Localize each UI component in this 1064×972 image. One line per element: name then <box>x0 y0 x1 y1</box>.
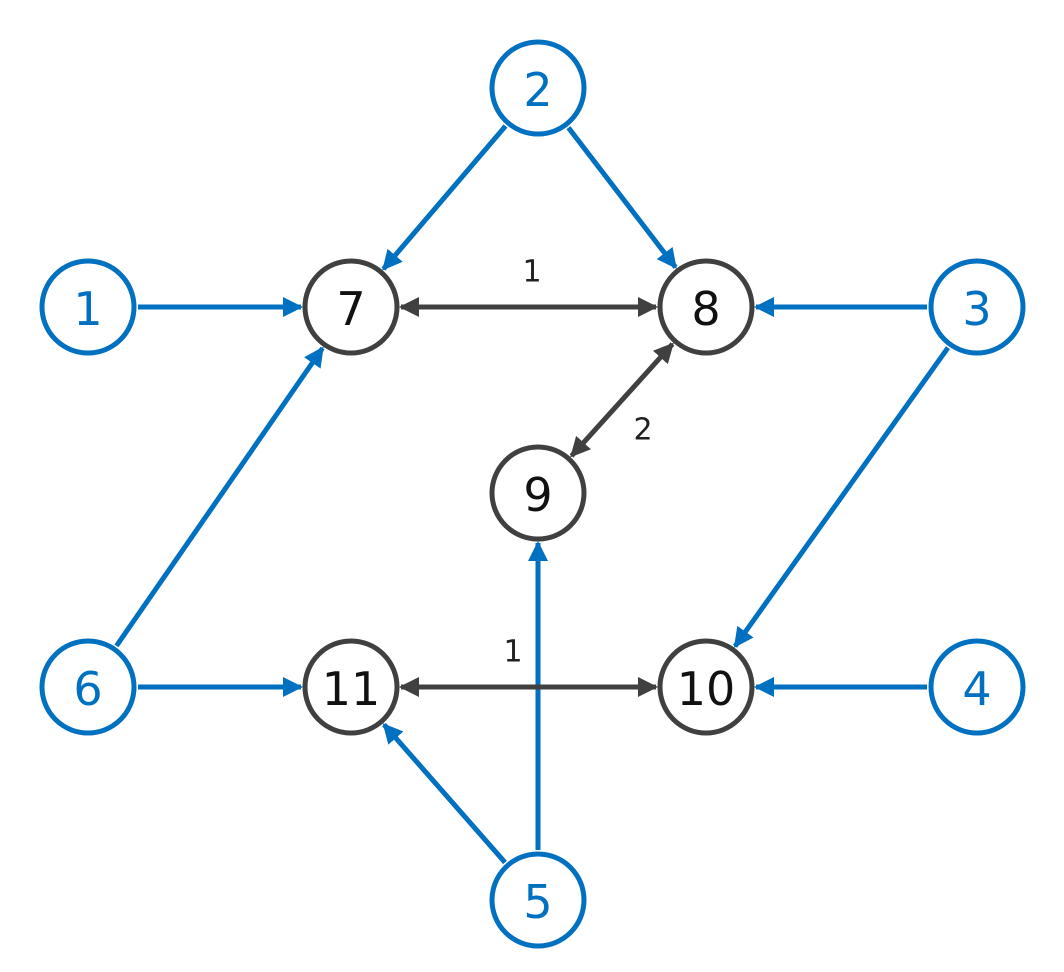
node-circle-2 <box>489 39 587 137</box>
node-circle-7 <box>302 258 400 356</box>
node-circle-3 <box>928 258 1026 356</box>
node-4: 4 <box>928 638 1026 736</box>
node-8: 8 <box>657 258 755 356</box>
node-10: 10 <box>657 638 755 736</box>
node-label-11: 11 <box>322 662 381 716</box>
node-circle-9 <box>489 444 587 542</box>
edge-2-8 <box>566 126 678 269</box>
node-5: 5 <box>489 851 587 949</box>
node-circle-10 <box>657 638 755 736</box>
node-label-9: 9 <box>523 468 552 522</box>
node-label-5: 5 <box>523 875 552 929</box>
node-label-1: 1 <box>73 282 102 336</box>
edge-8-9 <box>569 342 675 458</box>
node-label-7: 7 <box>336 282 365 336</box>
edge-5-11 <box>382 722 507 865</box>
node-label-4: 4 <box>962 662 991 716</box>
edges-layer: 1 2 1 <box>114 124 951 865</box>
node-11: 11 <box>302 638 400 736</box>
node-1: 1 <box>39 258 137 356</box>
node-circle-11 <box>302 638 400 736</box>
node-9: 9 <box>489 444 587 542</box>
node-circle-8 <box>657 258 755 356</box>
edge-6-7 <box>114 346 325 648</box>
node-3: 3 <box>928 258 1026 356</box>
node-label-10: 10 <box>677 662 736 716</box>
node-circle-5 <box>489 851 587 949</box>
node-circle-6 <box>39 638 137 736</box>
node-label-3: 3 <box>962 282 991 336</box>
node-label-2: 2 <box>523 63 552 117</box>
edge-label-7-8: 1 <box>522 255 541 290</box>
node-2: 2 <box>489 39 587 137</box>
node-circle-4 <box>928 638 1026 736</box>
edge-3-10 <box>732 346 951 648</box>
node-circle-1 <box>39 258 137 356</box>
edge-label-8-9: 2 <box>633 413 652 448</box>
node-label-6: 6 <box>73 662 102 716</box>
node-6: 6 <box>39 638 137 736</box>
edge-2-7 <box>381 124 508 271</box>
edge-label-11-10: 1 <box>503 635 522 670</box>
node-label-8: 8 <box>691 282 720 336</box>
node-7: 7 <box>302 258 400 356</box>
